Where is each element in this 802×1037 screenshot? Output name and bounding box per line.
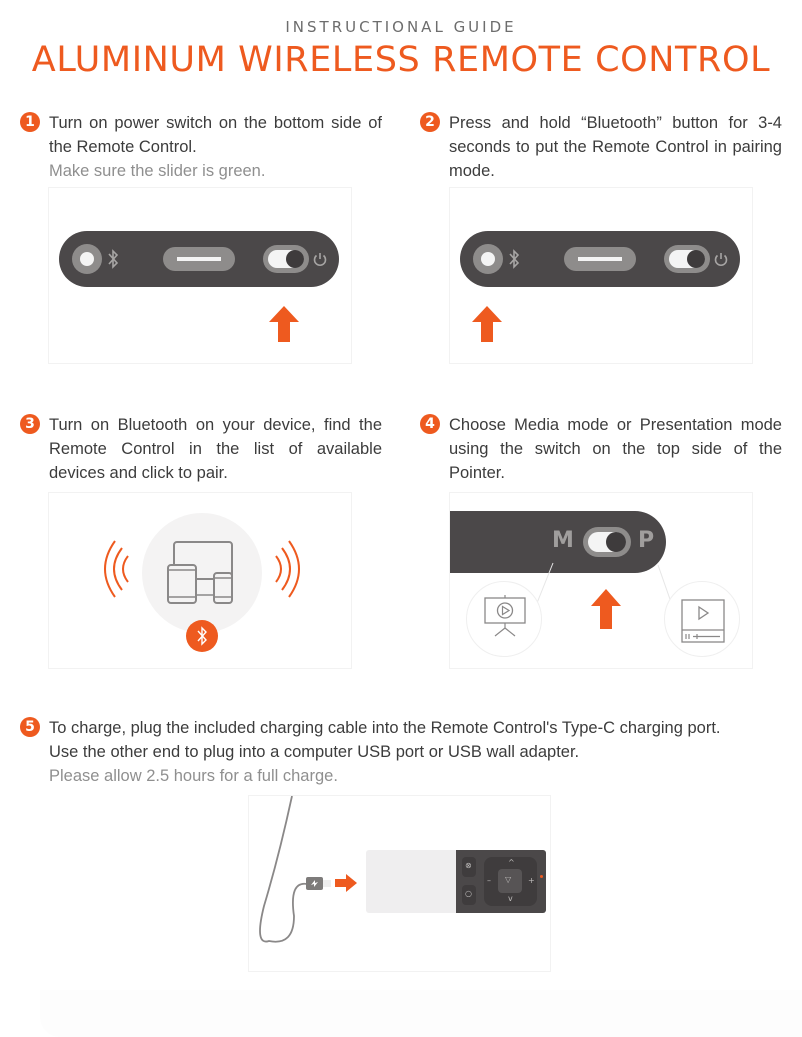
remote-bottom-bar	[460, 231, 740, 287]
power-switch	[263, 245, 309, 273]
step-text: Press and hold “Bluetooth” button for 3-…	[449, 111, 782, 183]
usb-c-cable	[259, 796, 331, 943]
bluetooth-button	[473, 244, 503, 274]
step-3: 3 Turn on Bluetooth on your device, find…	[20, 413, 382, 493]
remote-control: ⊗ ○ ^ v – + ▽	[366, 850, 546, 913]
arrow-up-icon	[591, 589, 621, 629]
step-4: 4 Choose Media mode or Presentation mode…	[420, 413, 782, 493]
dpad: ^ v – + ▽	[484, 857, 537, 906]
step-1: 1 Turn on power switch on the bottom sid…	[20, 111, 382, 371]
step-note: Please allow 2.5 hours for a full charge…	[49, 767, 338, 785]
devices-icon	[167, 541, 233, 604]
charging-port	[564, 247, 636, 271]
arrow-up-icon	[472, 306, 502, 342]
step-instruction: Turn on power switch on the bottom side …	[49, 114, 382, 156]
step-4-illustration: M P	[449, 492, 753, 669]
step-instruction: Turn on Bluetooth on your device, find t…	[49, 416, 382, 482]
step-text: To charge, plug the included charging ca…	[49, 716, 794, 788]
remote-top-bar: M P	[450, 511, 666, 573]
mode-switch	[583, 527, 631, 557]
minus-button: –	[487, 876, 491, 885]
step-instruction-line1: To charge, plug the included charging ca…	[49, 719, 721, 737]
step-instruction-line2: Use the other end to plug into a compute…	[49, 743, 580, 761]
device-halo	[142, 513, 262, 633]
step-number-badge: 3	[20, 414, 40, 434]
step-text: Turn on Bluetooth on your device, find t…	[49, 413, 382, 485]
step-instruction: Press and hold “Bluetooth” button for 3-…	[449, 114, 782, 180]
bluetooth-badge	[186, 620, 218, 652]
arrow-right-icon	[335, 874, 357, 892]
plus-button: +	[528, 876, 535, 885]
bluetooth-icon	[197, 626, 207, 646]
guide-kicker: INSTRUCTIONAL GUIDE	[285, 18, 517, 36]
step-text: Turn on power switch on the bottom side …	[49, 111, 382, 183]
bluetooth-icon	[108, 249, 119, 269]
arrow-up-icon	[269, 306, 299, 342]
page-shadow	[40, 990, 802, 1037]
laser-button: ⊗	[462, 857, 476, 877]
presentation-screen-icon	[484, 595, 526, 637]
power-switch	[664, 245, 710, 273]
center-button: ▽	[498, 869, 522, 893]
status-led	[540, 875, 543, 878]
presentation-mode-circle	[466, 581, 542, 657]
up-button: ^	[508, 858, 515, 867]
step-3-illustration	[48, 492, 352, 669]
media-mode-circle	[664, 581, 740, 657]
step-number-badge: 2	[420, 112, 440, 132]
step-2: 2 Press and hold “Bluetooth” button for …	[420, 111, 782, 371]
circle-button: ○	[462, 885, 476, 905]
step-text: Choose Media mode or Presentation mode u…	[449, 413, 782, 485]
step-number-badge: 5	[20, 717, 40, 737]
power-icon	[714, 253, 728, 267]
signal-waves-left-icon	[104, 540, 129, 598]
presentation-mode-label: P	[638, 528, 655, 553]
page-title: ALUMINUM WIRELESS REMOTE CONTROL	[31, 40, 771, 80]
signal-waves-right-icon	[275, 540, 300, 598]
step-number-badge: 4	[420, 414, 440, 434]
charging-port	[163, 247, 235, 271]
bluetooth-button	[72, 244, 102, 274]
step-5-illustration: ⊗ ○ ^ v – + ▽	[248, 795, 551, 972]
step-1-illustration	[48, 187, 352, 364]
down-button: v	[508, 894, 513, 903]
step-number-badge: 1	[20, 112, 40, 132]
media-player-icon	[681, 599, 725, 643]
step-instruction: Choose Media mode or Presentation mode u…	[449, 416, 782, 482]
step-2-illustration	[449, 187, 753, 364]
step-5: 5 To charge, plug the included charging …	[20, 716, 790, 791]
remote-button-face: ⊗ ○ ^ v – + ▽	[456, 850, 546, 913]
bluetooth-icon	[509, 249, 520, 269]
power-icon	[313, 253, 327, 267]
step-note: Make sure the slider is green.	[49, 162, 266, 180]
media-mode-label: M	[552, 528, 574, 553]
remote-bottom-bar	[59, 231, 339, 287]
